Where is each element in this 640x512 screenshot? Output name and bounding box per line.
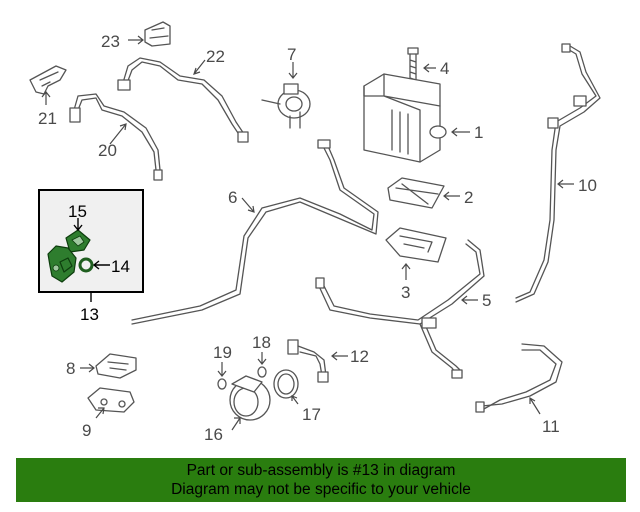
inset-box-13[interactable] [38,189,144,293]
part-22-hose[interactable] [117,57,249,143]
leader-8 [80,363,95,373]
leader-10 [557,179,574,189]
leader-20 [109,123,127,145]
part-19-oring[interactable] [217,378,227,390]
callout-13: 13 [80,305,99,324]
callout-10: 10 [578,176,597,195]
callout-6: 6 [228,188,237,207]
info-banner: Part or sub-assembly is #13 in diagram D… [16,458,626,502]
callout-17: 17 [302,405,321,424]
part-4-bolt[interactable] [407,47,419,85]
leader-23 [128,35,144,45]
leader-9 [95,407,105,419]
leader-16 [231,417,241,431]
part-2-filter[interactable] [387,177,445,209]
leader-12 [331,351,348,361]
callout-14: 14 [111,257,130,276]
part-8-clip[interactable] [95,353,137,379]
part-10-hose[interactable] [515,43,601,303]
part-1-canister[interactable] [363,73,447,163]
part-20-hose[interactable] [69,93,163,181]
part-13-housing[interactable] [47,245,77,283]
callout-7: 7 [287,45,296,64]
part-7-valve[interactable] [261,83,311,129]
leader-11 [529,396,541,415]
part-18-oring[interactable] [257,366,267,378]
callout-16: 16 [204,425,223,444]
callout-5: 5 [482,291,491,310]
part-14-seal[interactable] [78,257,94,273]
leader-1 [451,127,470,137]
leader-21 [41,91,51,105]
part-9-bracket[interactable] [87,387,135,413]
callout-2: 2 [464,188,473,207]
leader-7 [288,62,298,79]
callout-15: 15 [68,202,87,221]
callout-19: 19 [213,343,232,362]
leader-3 [401,263,411,280]
callout-3: 3 [401,283,410,302]
part-21-bracket[interactable] [29,65,67,95]
leader-18 [257,352,267,365]
leader-14 [92,260,110,270]
part-16-pump[interactable] [229,375,271,421]
part-12-sensor[interactable] [287,339,329,383]
callout-4: 4 [440,59,449,78]
part-6-hose[interactable] [131,139,379,325]
callout-23: 23 [101,32,120,51]
leader-2 [443,191,460,201]
callout-18: 18 [252,333,271,352]
part-5-hose[interactable] [315,239,485,379]
callout-11: 11 [542,417,560,436]
parts-diagram: 23 21 20 22 7 4 [29,21,601,444]
leader-19 [217,362,227,377]
part-3-tray[interactable] [385,227,447,263]
part-11-hose[interactable] [475,343,563,413]
callout-9: 9 [82,421,91,440]
leader-6 [241,197,255,213]
leader-4 [423,63,436,73]
callout-22: 22 [206,47,225,66]
leader-22 [193,59,206,75]
callout-1: 1 [474,123,483,142]
leader-15 [73,218,83,232]
callout-8: 8 [66,359,75,378]
part-23-clip[interactable] [144,21,171,47]
leader-17 [291,395,299,405]
callout-21: 21 [38,109,57,128]
part-17-seal[interactable] [273,369,299,399]
banner-line-1: Part or sub-assembly is #13 in diagram [186,462,456,479]
banner-line-2: Diagram may not be specific to your vehi… [171,481,471,498]
callout-12: 12 [350,347,369,366]
leader-5 [461,295,478,305]
callout-20: 20 [98,141,117,160]
